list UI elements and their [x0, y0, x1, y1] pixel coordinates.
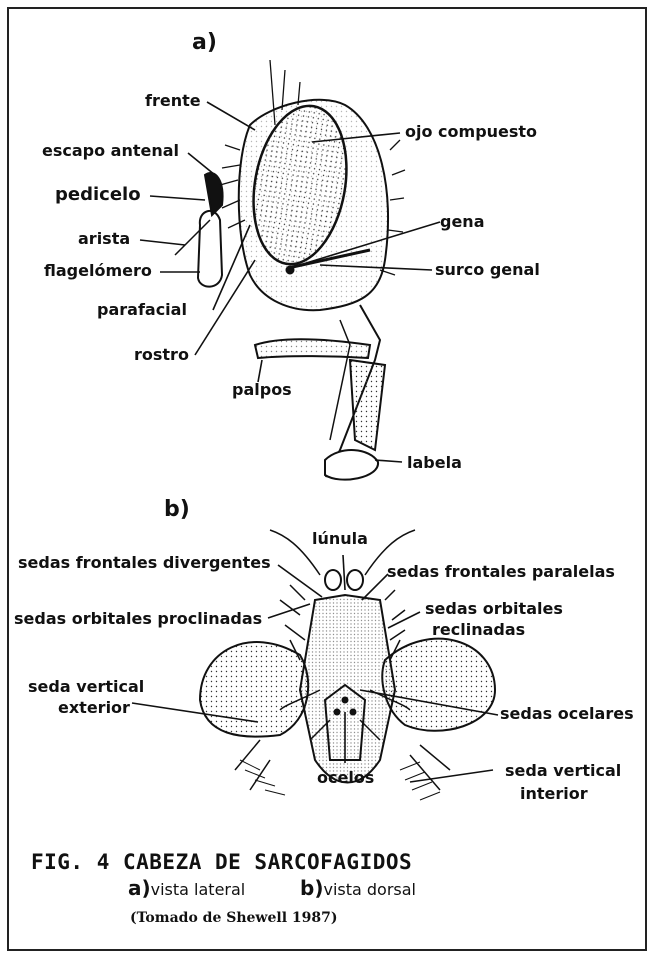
label-sedas-frontales-paralelas: sedas frontales paralelas: [387, 564, 615, 580]
palpus: [255, 339, 370, 358]
pedicel: [205, 173, 223, 215]
eye-right: [382, 639, 495, 731]
label-ocelos: ocelos: [317, 770, 374, 786]
caption-b-text: vista dorsal: [323, 880, 416, 899]
ocellus-2: [335, 710, 340, 715]
eye-left: [200, 642, 308, 737]
lunule-left: [325, 570, 341, 590]
label-pedicelo: pedicelo: [55, 186, 141, 204]
label-flagelomero: flagelómero: [44, 263, 152, 279]
flagellomere: [198, 211, 222, 287]
label-surco-genal: surco genal: [435, 262, 540, 278]
label-seda-vertical-interior-1: seda vertical: [505, 763, 621, 779]
label-labela: labela: [407, 455, 462, 471]
labella: [325, 450, 378, 480]
label-frente: frente: [145, 93, 201, 109]
label-gena: gena: [440, 214, 485, 230]
label-arista: arista: [78, 231, 130, 247]
label-sedas-ocelares: sedas ocelares: [500, 706, 634, 722]
figure-caption-title: FIG. 4 CABEZA DE SARCOFAGIDOS: [31, 850, 412, 874]
caption-b-mark: b): [300, 876, 323, 900]
proboscis-side: [330, 320, 350, 440]
frons: [300, 595, 395, 783]
caption-a-text: vista lateral: [151, 880, 246, 899]
label-lunula: lúnula: [312, 531, 368, 547]
caption-a-mark: a): [128, 876, 151, 900]
lunule-right: [347, 570, 363, 590]
label-seda-vertical-interior-2: interior: [520, 786, 588, 802]
panel-b-label: b): [164, 497, 190, 522]
panel-a-label: a): [192, 30, 217, 55]
label-sedas-orbitales-reclinadas-1: sedas orbitales: [425, 601, 563, 617]
haustellum: [350, 360, 385, 450]
label-palpos: palpos: [232, 382, 292, 398]
label-sedas-orbitales-reclinadas-2: reclinadas: [432, 622, 525, 638]
label-parafacial: parafacial: [97, 302, 187, 318]
label-seda-vertical-exterior-2: exterior: [58, 700, 130, 716]
caption-a: a)vista lateral: [128, 876, 245, 900]
label-ojo-compuesto: ojo compuesto: [405, 124, 537, 140]
ocellus-1: [343, 698, 348, 703]
caption-b: b)vista dorsal: [300, 876, 416, 900]
label-sedas-orbitales-proclinadas: sedas orbitales proclinadas: [14, 611, 262, 627]
ocellus-3: [351, 710, 356, 715]
caption-source: (Tomado de Shewell 1987): [130, 910, 337, 926]
head-lateral: [175, 60, 405, 480]
label-seda-vertical-exterior-1: seda vertical: [28, 679, 144, 695]
label-sedas-frontales-divergentes: sedas frontales divergentes: [18, 555, 271, 571]
dorsal-hair-left: [240, 760, 285, 795]
label-escapo-antenal: escapo antenal: [42, 143, 179, 159]
label-rostro: rostro: [134, 347, 189, 363]
